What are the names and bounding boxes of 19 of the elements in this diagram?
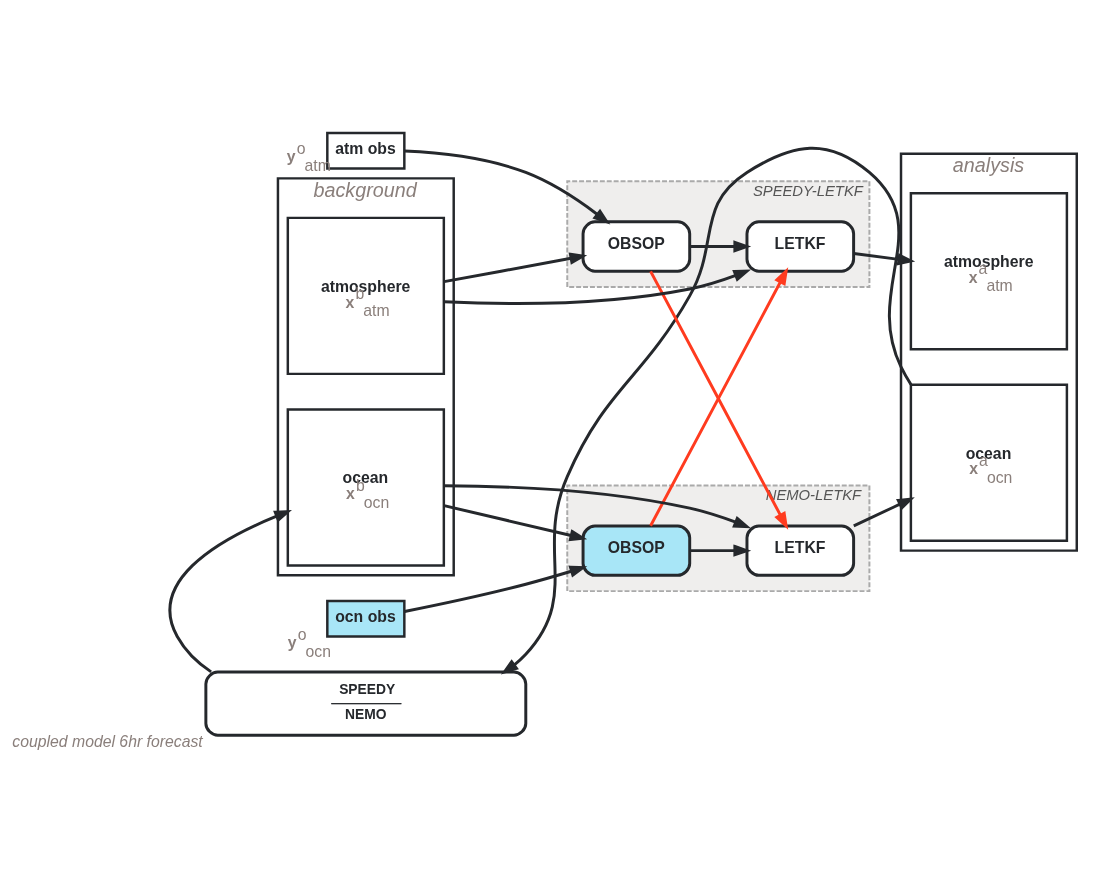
arrow	[443, 504, 588, 542]
arrow	[168, 510, 292, 674]
arrow	[404, 565, 588, 613]
node-label: coupled model 6hr forecast	[12, 732, 203, 750]
node-box: LETKF	[745, 220, 856, 273]
node-box: LETKF	[745, 524, 856, 577]
arrow	[689, 240, 752, 253]
arrow	[443, 252, 588, 284]
node-box: OBSOP	[581, 220, 692, 273]
node-box: SPEEDY NEMO	[204, 670, 528, 737]
node-box: OBSOP	[581, 524, 692, 577]
arrow	[500, 146, 913, 675]
arrow	[853, 251, 916, 266]
node-box: ocn obs	[326, 599, 406, 638]
arrow	[443, 269, 752, 305]
arrow	[404, 149, 611, 225]
arrow	[689, 544, 752, 557]
arrow	[444, 484, 751, 529]
arrow	[853, 497, 915, 528]
